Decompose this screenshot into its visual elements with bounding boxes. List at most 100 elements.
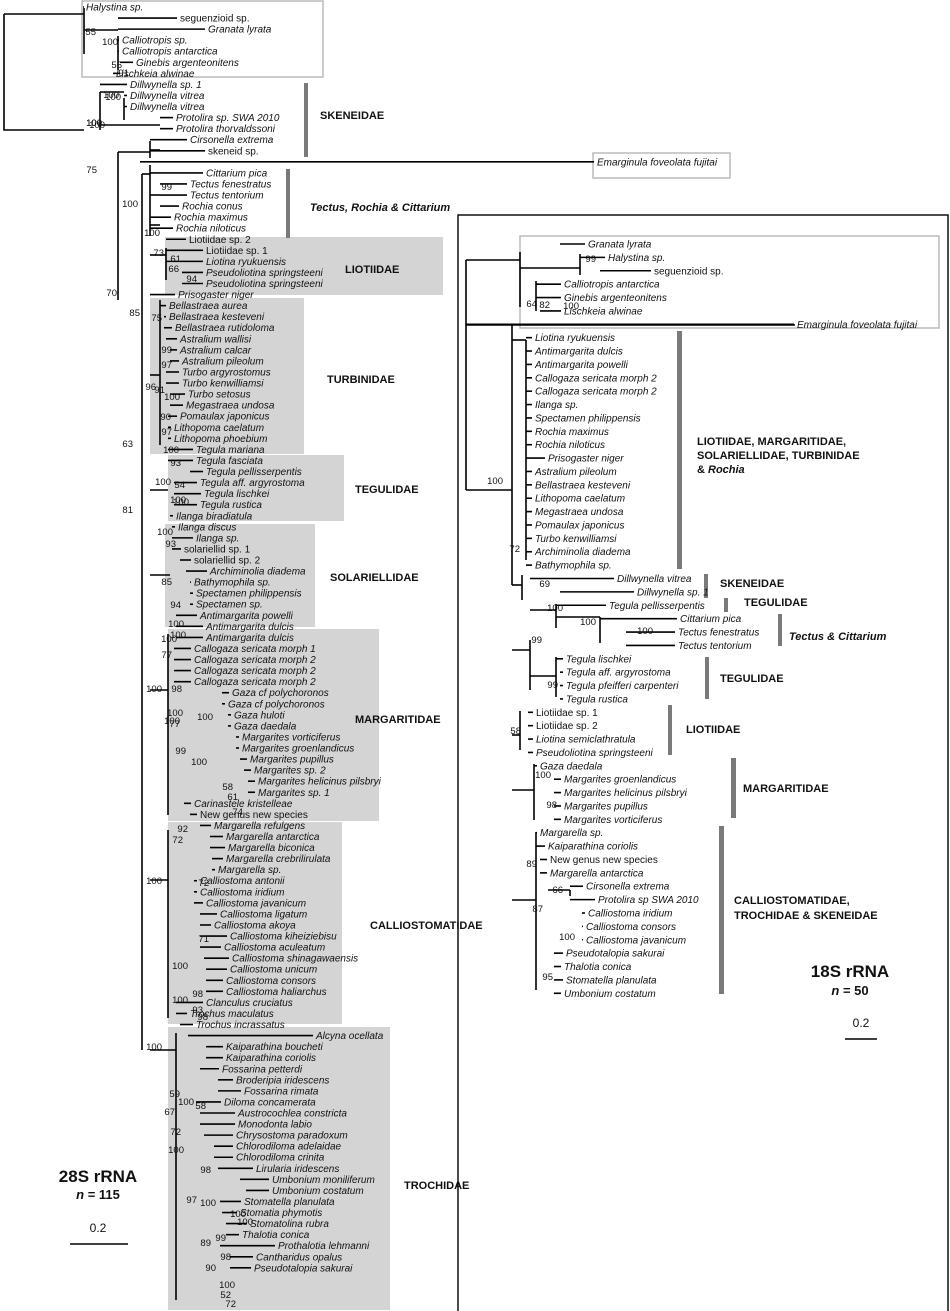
support-value: 66 <box>168 264 179 275</box>
support-value: 52 <box>220 1290 231 1301</box>
taxon-28s: Stomatia phymotis <box>240 1208 322 1219</box>
taxon-18s: Margarites helicinus pilsbryi <box>564 788 688 799</box>
scale-label-18s: 0.2 <box>853 1016 870 1030</box>
family-label-18s: SKENEIDAE <box>720 578 784 590</box>
taxon-18s: Protolira sp SWA 2010 <box>598 895 699 906</box>
support-value: 100 <box>535 770 551 781</box>
group-backgrounds <box>81 0 949 1311</box>
taxon-28s: Clanculus cruciatus <box>206 998 293 1009</box>
taxon-28s: Astralium calcar <box>179 345 252 356</box>
family-label-18s: LIOTIIDAE, MARGARITIDAE, <box>697 436 846 448</box>
taxon-28s: Margarella biconica <box>228 843 315 854</box>
taxon-28s: Calliostoma iridium <box>200 887 284 898</box>
taxon-28s: Turbo kenwilliamsi <box>182 379 264 390</box>
taxon-28s: Turbo argyrostomus <box>182 367 271 378</box>
support-value: 100 <box>580 617 596 628</box>
taxon-18s: Calliostoma iridium <box>588 909 672 920</box>
taxon-28s: Halystina sp. <box>86 3 143 14</box>
support-value: 100 <box>102 37 118 48</box>
taxon-18s: Callogaza sericata morph 2 <box>535 373 657 384</box>
taxon-28s: Antimargarita dulcis <box>205 633 294 644</box>
support-value: 98 <box>197 1012 208 1023</box>
support-value: 100 <box>89 120 105 131</box>
taxon-28s: Monodonta labio <box>238 1120 312 1131</box>
taxon-18s: Turbo kenwilliamsi <box>535 534 617 545</box>
taxon-18s: Granata lyrata <box>588 240 652 251</box>
taxon-28s: Tegula fasciata <box>196 456 263 467</box>
support-value: 100 <box>170 630 186 641</box>
clade-background <box>168 455 344 521</box>
family-label-28s: MARGARITIDAE <box>355 714 441 726</box>
support-value: 97 <box>186 1195 197 1206</box>
taxon-18s: Liotiidae sp. 2 <box>536 721 598 732</box>
clade-bar-18s <box>668 705 672 755</box>
taxon-28s: Callogaza sericata morph 2 <box>194 655 316 666</box>
family-label-28s: Tectus, Rochia & Cittarium <box>310 202 450 214</box>
support-value: 71 <box>198 934 209 945</box>
taxon-28s: Pseudotalopia sakurai <box>254 1263 353 1274</box>
taxon-28s: Pseudoliotina springsteeni <box>206 279 324 290</box>
taxon-28s: Emarginula foveolata fujitai <box>597 157 718 168</box>
taxon-28s: Liotina ryukuensis <box>206 257 286 268</box>
taxon-28s: Calliostoma kiheiziebisu <box>230 932 337 943</box>
taxon-28s: Margarites sp. 1 <box>258 788 330 799</box>
taxon-18s: Umbonium costatum <box>564 989 656 1000</box>
taxon-28s: Trochus incrassatus <box>196 1020 285 1031</box>
taxon-28s: Astralium wallisi <box>179 334 252 345</box>
support-value: 64 <box>526 299 537 310</box>
taxon-28s: Gaza huloti <box>234 710 285 721</box>
taxon-28s: Cirsonella extrema <box>190 135 274 146</box>
support-value: 100 <box>157 527 173 538</box>
support-value: 100 <box>103 90 119 101</box>
clade-background <box>168 629 379 821</box>
taxon-18s: Margarites groenlandicus <box>564 775 676 786</box>
support-value: 99 <box>161 182 172 193</box>
taxon-18s: Halystina sp. <box>608 253 665 264</box>
taxon-28s: skeneid sp. <box>208 146 259 157</box>
taxon-28s: Liotiidae sp. 1 <box>206 246 268 257</box>
support-value: 58 <box>222 782 233 793</box>
support-value: 67 <box>164 1107 175 1118</box>
support-value: 93 <box>192 1005 203 1016</box>
support-value: 100 <box>197 712 213 723</box>
support-value: 99 <box>585 254 596 265</box>
taxon-18s: Callogaza sericata morph 2 <box>535 387 657 398</box>
taxon-28s: Austrocochlea constricta <box>237 1109 347 1120</box>
family-label-28s: SKENEIDAE <box>320 110 384 122</box>
taxon-28s: Margarites helicinus pilsbryi <box>258 777 382 788</box>
taxon-28s: Diloma concamerata <box>224 1097 316 1108</box>
taxon-18s: Lithopoma caelatum <box>535 494 625 505</box>
support-value: 100 <box>168 1145 184 1156</box>
taxon-28s: solariellid sp. 2 <box>194 556 261 567</box>
taxon-18s: Megastraea undosa <box>535 507 624 518</box>
taxon-18s: Stomatella planulata <box>566 975 657 986</box>
taxon-18s: Dillwynella vitrea <box>617 574 692 585</box>
support-value: 55 <box>85 27 96 38</box>
taxon-28s: Chlorodiloma adelaidae <box>236 1142 342 1153</box>
taxon-28s: Prisogaster niger <box>178 290 254 301</box>
taxon-28s: Calliostoma javanicum <box>206 898 306 909</box>
taxon-28s: Antimargarita powelli <box>199 611 294 622</box>
taxon-28s: Margarella antarctica <box>226 832 320 843</box>
taxon-18s: Margarites pupillus <box>564 801 648 812</box>
support-value: 61 <box>227 792 238 803</box>
support-value: 98 <box>546 800 557 811</box>
support-value: 96 <box>145 382 156 393</box>
taxon-28s: Calliotropis antarctica <box>122 47 218 58</box>
taxon-28s: Dillwynella vitrea <box>130 91 205 102</box>
taxon-18s: Tectus fenestratus <box>678 628 759 639</box>
taxon-18s: Tectus tentorium <box>678 641 752 652</box>
taxon-28s: Tegula mariana <box>196 445 265 456</box>
support-value: 99 <box>161 345 172 356</box>
taxon-28s: Ginebis argenteonitens <box>136 58 239 69</box>
taxon-18s: Pseudoliotina springsteeni <box>536 748 654 759</box>
taxon-28s: Gaza daedala <box>234 721 297 732</box>
support-value: 100 <box>163 445 179 456</box>
taxon-18s: Bathymophila sp. <box>535 561 612 572</box>
taxon-28s: Protolira sp. SWA 2010 <box>176 113 280 124</box>
support-value: 66 <box>552 885 563 896</box>
taxon-18s: Cittarium pica <box>680 614 742 625</box>
family-label-28s: TEGULIDAE <box>355 484 419 496</box>
taxon-28s: Margarella crebrilirulata <box>226 854 331 865</box>
taxon-28s: Tegula rustica <box>200 500 262 511</box>
